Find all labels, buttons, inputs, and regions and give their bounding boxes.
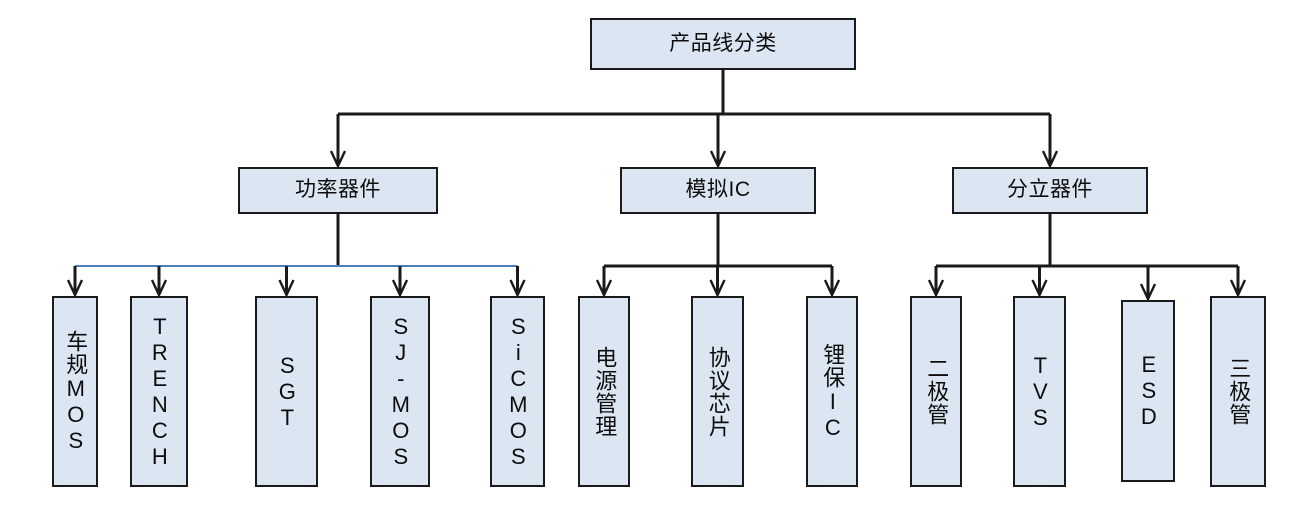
node-leaf-lithium-protection-ic[interactable]: 锂保IC [806,296,858,487]
node-leaf-esd-label: ESD [1136,352,1162,430]
node-leaf-protocol-chip-label: 协议芯片 [705,345,731,438]
node-discrete-devices-label: 分立器件 [1007,178,1093,202]
node-leaf-esd[interactable]: ESD [1121,300,1175,482]
node-leaf-diode[interactable]: 二极管 [910,296,962,487]
node-leaf-lithium-protection-ic-label: 锂保IC [820,342,846,441]
node-power-devices[interactable]: 功率器件 [238,167,438,214]
node-leaf-triode[interactable]: 三极管 [1210,296,1266,487]
node-analog-ic-label: 模拟IC [685,178,751,202]
node-leaf-tvs[interactable]: TVS [1013,296,1066,487]
node-leaf-auto-mos-label: 车规MOS [63,329,89,454]
node-leaf-auto-mos[interactable]: 车规MOS [52,296,98,487]
node-leaf-triode-label: 三极管 [1226,357,1252,426]
node-leaf-sgt-label: SGT [274,352,300,431]
node-analog-ic[interactable]: 模拟IC [620,167,816,214]
node-leaf-sic-mos-label: SiCMOS [505,313,531,470]
node-leaf-power-management-label: 电源管理 [592,345,618,438]
node-leaf-trench[interactable]: TRENCH [130,296,188,487]
node-leaf-tvs-label: TVS [1027,352,1053,431]
node-leaf-protocol-chip[interactable]: 协议芯片 [691,296,744,487]
node-discrete-devices[interactable]: 分立器件 [952,167,1148,214]
node-power-devices-label: 功率器件 [295,178,381,202]
node-root-product-line[interactable]: 产品线分类 [590,18,856,70]
node-leaf-diode-label: 二极管 [924,357,950,426]
node-leaf-trench-label: TRENCH [147,313,173,470]
node-leaf-sj-mos-label: SJ-MOS [388,313,414,470]
node-leaf-sic-mos[interactable]: SiCMOS [490,296,545,487]
node-leaf-sj-mos[interactable]: SJ-MOS [370,296,430,487]
node-root-label: 产品线分类 [669,31,777,55]
node-leaf-power-management[interactable]: 电源管理 [578,296,630,487]
node-leaf-sgt[interactable]: SGT [255,296,318,487]
